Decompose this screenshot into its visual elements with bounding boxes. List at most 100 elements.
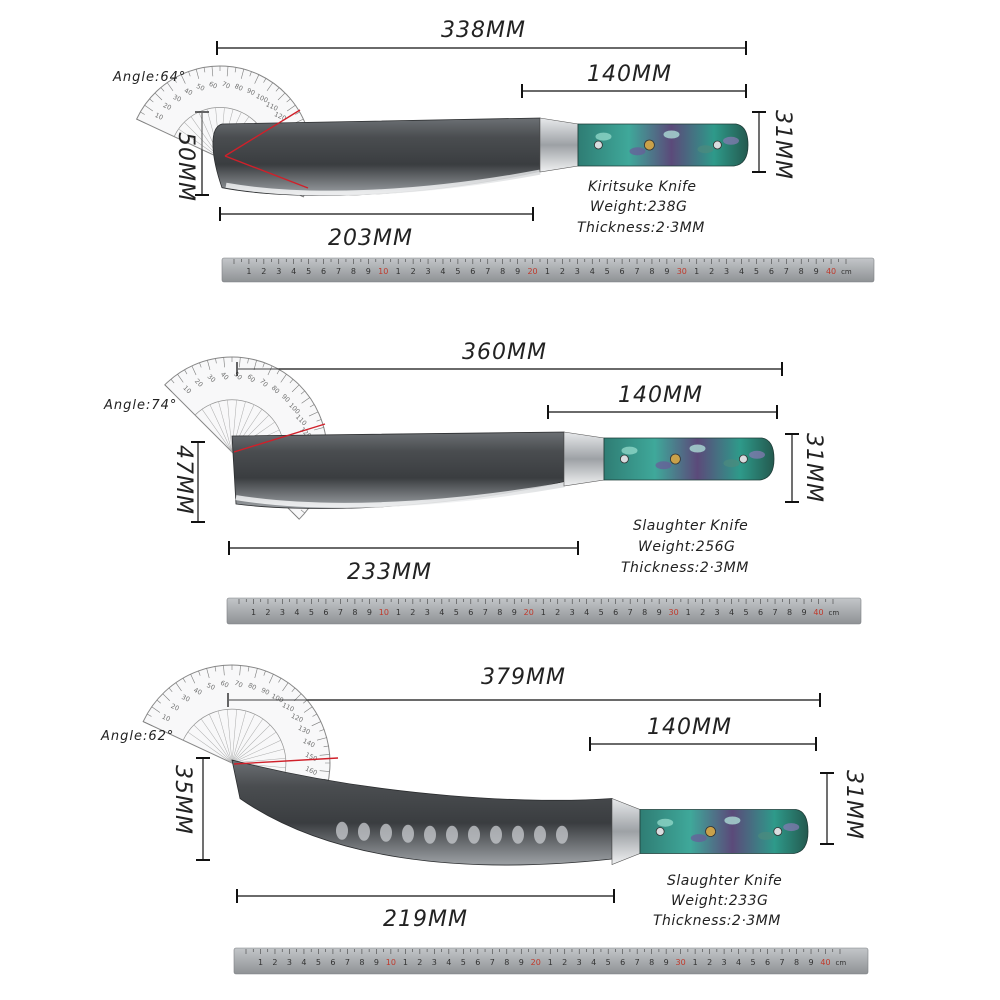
knife2-handle-fleck: [749, 450, 765, 459]
knife1-ruler-major-label: 30: [677, 267, 687, 276]
svg-text:4: 4: [739, 267, 744, 276]
knife2-handle-fleck: [621, 446, 638, 455]
svg-text:3: 3: [425, 608, 430, 617]
knife2-blade-dim: [228, 541, 579, 555]
knife1-angle: Angle:64°: [113, 70, 187, 85]
knife3-ruler-body: [233, 947, 869, 975]
knife1-ruler-major-label: 40: [826, 267, 836, 276]
svg-text:9: 9: [814, 267, 819, 276]
svg-text:5: 5: [316, 958, 321, 967]
svg-text:8: 8: [799, 267, 804, 276]
svg-text:140: 140: [301, 452, 315, 466]
knife1-ruler-body: [221, 257, 875, 283]
knife3-dimple: [336, 821, 348, 840]
svg-text:2: 2: [261, 267, 266, 276]
svg-text:1: 1: [686, 608, 691, 617]
knife2-angle-line: [233, 423, 326, 453]
knife2-rivet: [670, 453, 681, 465]
svg-text:2: 2: [709, 267, 714, 276]
svg-text:7: 7: [490, 958, 495, 967]
knife3-dimple: [468, 825, 480, 844]
svg-text:9: 9: [664, 958, 669, 967]
svg-text:8: 8: [351, 267, 356, 276]
knife2: [231, 431, 775, 509]
svg-text:3: 3: [287, 958, 292, 967]
svg-text:30: 30: [206, 373, 218, 385]
svg-text:2: 2: [700, 608, 705, 617]
svg-text:3: 3: [715, 608, 720, 617]
svg-text:2: 2: [272, 958, 277, 967]
svg-text:6: 6: [323, 608, 328, 617]
svg-text:20: 20: [170, 702, 181, 713]
knife1-edge: [225, 169, 541, 196]
svg-text:1: 1: [545, 267, 550, 276]
knife1-ruler-major-label: 20: [527, 267, 537, 276]
svg-text:1: 1: [403, 958, 408, 967]
svg-text:8: 8: [359, 958, 364, 967]
svg-text:70: 70: [221, 80, 232, 91]
svg-text:1: 1: [251, 608, 256, 617]
svg-text:2: 2: [555, 608, 560, 617]
svg-text:2: 2: [265, 608, 270, 617]
knife3-name: Slaughter Knife: [667, 873, 783, 889]
svg-text:7: 7: [780, 958, 785, 967]
svg-text:170: 170: [302, 778, 317, 791]
svg-text:9: 9: [519, 958, 524, 967]
knife1-handle-height-dim: [752, 111, 766, 173]
svg-text:8: 8: [352, 608, 357, 617]
svg-text:1: 1: [541, 608, 546, 617]
knife3-dimple: [490, 825, 502, 844]
svg-text:160: 160: [294, 478, 308, 492]
knife1-name: Kiritsuke Knife: [588, 179, 697, 195]
knife2-handle: [603, 437, 775, 481]
knife3-angle-line: [233, 757, 339, 765]
knife3-angle: Angle:62°: [101, 729, 175, 744]
knife3-dimple: [380, 823, 392, 842]
knife3-ruler-major-label: 40: [820, 958, 830, 967]
knife2-blade-height: 47MM: [171, 445, 196, 515]
svg-text:40: 40: [219, 370, 231, 382]
svg-text:130: 130: [279, 121, 294, 134]
svg-text:7: 7: [485, 267, 490, 276]
svg-text:3: 3: [276, 267, 281, 276]
svg-text:6: 6: [321, 267, 326, 276]
knife2-angle: Angle:74°: [104, 398, 178, 413]
knife2-ruler-major-label: 10: [379, 608, 389, 617]
knife2-handle-fleck: [689, 444, 706, 453]
svg-text:90: 90: [245, 86, 256, 97]
svg-text:6: 6: [330, 958, 335, 967]
svg-text:8: 8: [787, 608, 792, 617]
knife1-total-dim: [216, 41, 747, 55]
svg-text:80: 80: [233, 82, 244, 93]
knife1-rivet: [713, 140, 722, 150]
svg-text:7: 7: [336, 267, 341, 276]
svg-text:9: 9: [664, 267, 669, 276]
svg-text:140: 140: [302, 737, 317, 750]
svg-text:6: 6: [468, 608, 473, 617]
svg-text:20: 20: [193, 377, 205, 389]
svg-text:40: 40: [192, 686, 203, 697]
svg-text:4: 4: [294, 608, 299, 617]
svg-text:9: 9: [374, 958, 379, 967]
knife2-rivet: [620, 454, 629, 464]
svg-text:10: 10: [161, 713, 172, 724]
svg-text:2: 2: [560, 267, 565, 276]
svg-text:5: 5: [744, 608, 749, 617]
svg-text:7: 7: [773, 608, 778, 617]
svg-text:100: 100: [287, 401, 301, 415]
svg-text:1: 1: [396, 608, 401, 617]
svg-text:130: 130: [301, 439, 315, 453]
knife2-ruler-major-label: 30: [669, 608, 679, 617]
knife1-handle-length: 140MM: [587, 62, 672, 87]
svg-text:30: 30: [180, 693, 191, 704]
knife3-handle-fleck: [783, 823, 800, 832]
svg-text:170: 170: [284, 172, 299, 185]
knife3-handle-fleck: [690, 834, 707, 843]
svg-text:160: 160: [286, 159, 301, 172]
knife3-handle-fleck: [724, 816, 741, 825]
svg-text:10: 10: [154, 111, 165, 122]
knife2-edge: [235, 482, 565, 508]
svg-text:1: 1: [396, 267, 401, 276]
